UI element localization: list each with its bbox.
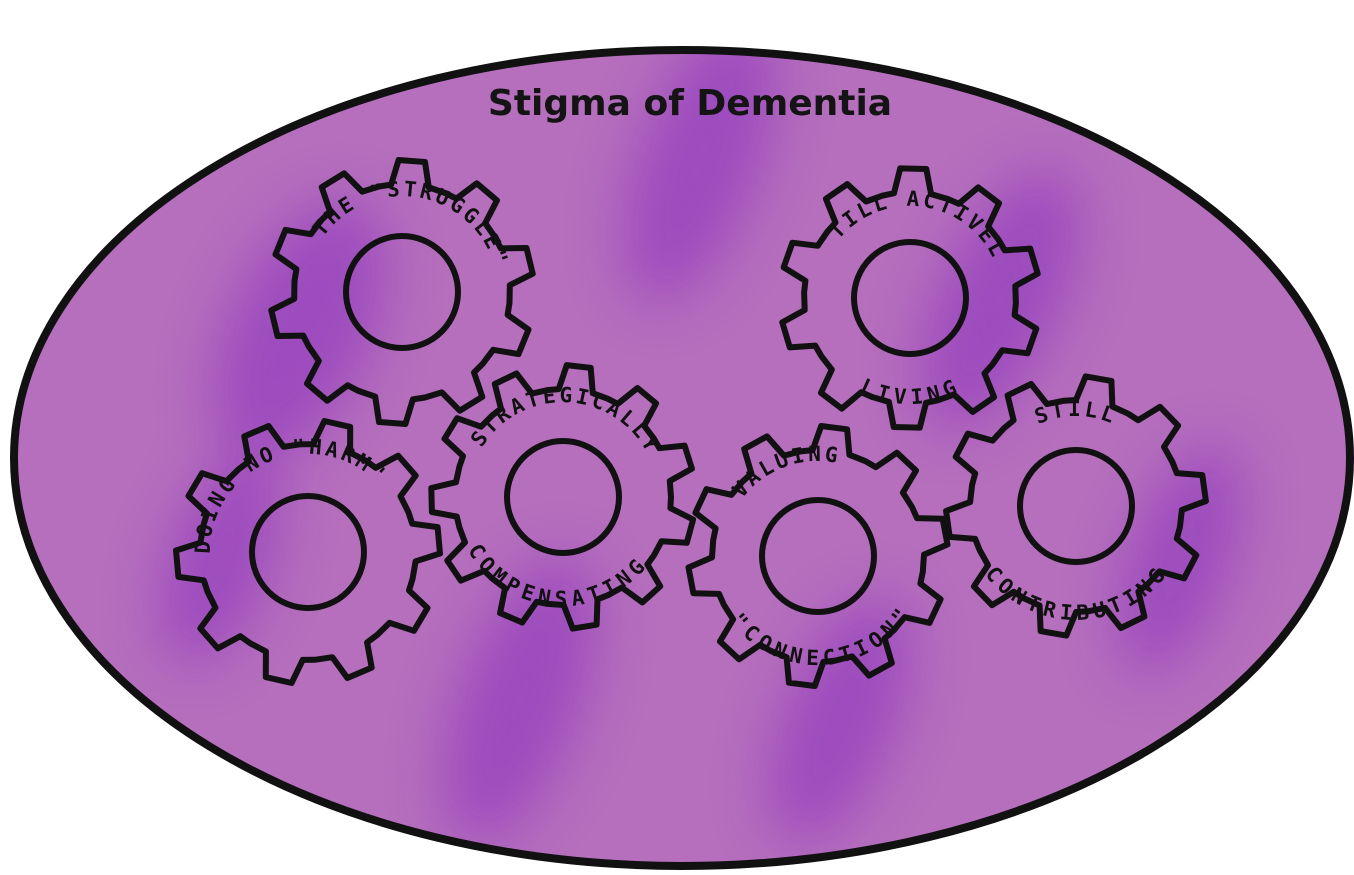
cropped-heading-fragment [1036, 0, 1186, 30]
diagram-title: Stigma of Dementia [488, 83, 892, 124]
stigma-oval [14, 0, 1350, 866]
